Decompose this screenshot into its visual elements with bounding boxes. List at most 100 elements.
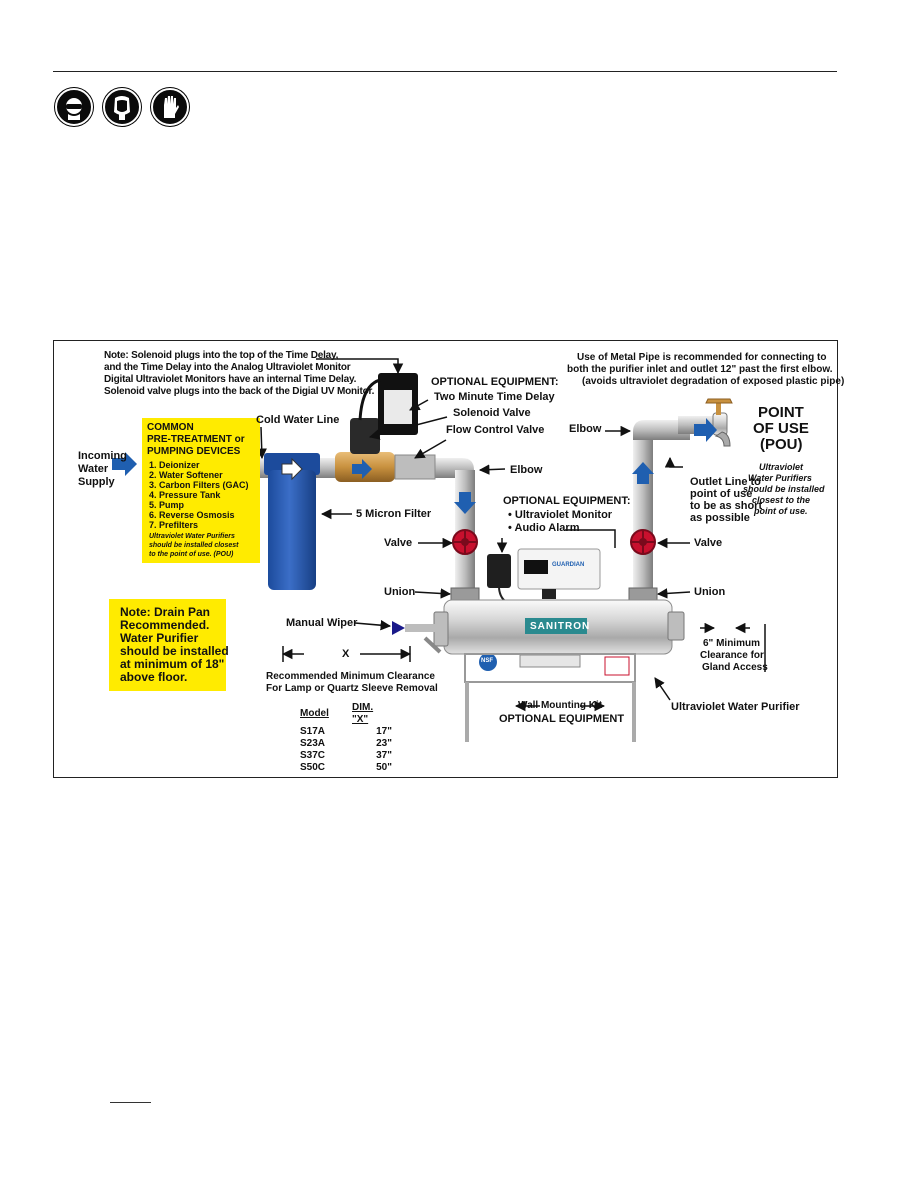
optional-equipment-label-2: OPTIONAL EQUIPMENT: bbox=[503, 495, 631, 507]
drain-note-3: Water Purifier bbox=[120, 631, 199, 645]
uv-monitor bbox=[517, 548, 601, 590]
cold-water-line-label: Cold Water Line bbox=[256, 414, 340, 426]
table-cell-model: S23A bbox=[300, 738, 326, 749]
footer-rule bbox=[110, 1102, 151, 1103]
clearance-note-2: For Lamp or Quartz Sleeve Removal bbox=[266, 683, 438, 694]
outlet-line-1: Outlet Line to bbox=[690, 476, 761, 488]
pou-note-4: closest to the bbox=[752, 495, 811, 505]
pou-note-3: should be installed bbox=[743, 484, 825, 494]
union-right-label: Union bbox=[694, 586, 726, 598]
pretreatment-title-1: COMMON bbox=[147, 422, 194, 433]
pretreatment-item-7: 7. Prefilters bbox=[149, 520, 199, 530]
uv-purifier-label: Ultraviolet Water Purifier bbox=[671, 701, 800, 713]
table-cell-dim: 37" bbox=[376, 750, 392, 761]
nsf-logo-text: NSF bbox=[481, 658, 493, 664]
nsf-logo bbox=[479, 653, 497, 671]
audio-alarm bbox=[487, 554, 511, 588]
pretreatment-item-4: 4. Pressure Tank bbox=[149, 490, 221, 500]
union-left-label: Union bbox=[384, 586, 416, 598]
metal-pipe-note-1: Use of Metal Pipe is recommended for con… bbox=[577, 352, 827, 363]
manual-wiper-label: Manual Wiper bbox=[286, 617, 358, 629]
drain-pan-note-box bbox=[109, 599, 226, 691]
audio-alarm-label: • Audio Alarm bbox=[508, 522, 580, 534]
incoming-label-3: Supply bbox=[78, 476, 115, 488]
table-row: S23A 23" bbox=[300, 738, 392, 750]
table-row: S37C 37" bbox=[300, 750, 392, 762]
table-row: S17A 17" bbox=[300, 726, 392, 738]
uv-monitor-label: • Ultraviolet Monitor bbox=[508, 509, 613, 521]
valve-right bbox=[630, 529, 656, 555]
gloves-icon bbox=[151, 88, 189, 126]
solenoid-note-line-3: Digital Ultraviolet Monitors have an int… bbox=[104, 374, 357, 385]
metal-pipe-note-3: (avoids ultraviolet degradation of expos… bbox=[582, 376, 845, 387]
table-header-model: Model bbox=[300, 708, 329, 719]
outlet-vertical-pipe bbox=[633, 430, 653, 596]
pretreatment-note-3: to the point of use. (POU) bbox=[149, 551, 234, 558]
pou-label-2: OF USE bbox=[753, 420, 809, 437]
drain-note-1: Note: Drain Pan bbox=[120, 605, 211, 619]
table-cell-model: S50C bbox=[300, 762, 326, 773]
micron-filter-housing bbox=[268, 470, 316, 590]
pretreatment-title-2: PRE-TREATMENT or bbox=[147, 434, 245, 445]
face-shield-icon bbox=[103, 88, 141, 126]
table-cell-model: S37C bbox=[300, 750, 326, 761]
pretreatment-item-1: 1. Deionizer bbox=[149, 460, 200, 470]
table-header-dim: DIM. "X" bbox=[352, 702, 374, 725]
table-cell-dim: 17" bbox=[376, 726, 392, 737]
elbow-right-label: Elbow bbox=[569, 423, 602, 435]
solenoid-note-line-4: Solenoid valve plugs into the back of th… bbox=[104, 386, 375, 397]
time-delay-label: Two Minute Time Delay bbox=[434, 391, 555, 403]
drain-note-5: at minimum of 18" bbox=[120, 657, 225, 671]
clearance-note-1: Recommended Minimum Clearance bbox=[266, 671, 435, 682]
gland-note-1: 6" Minimum bbox=[703, 638, 760, 649]
sanitron-logo bbox=[525, 618, 587, 634]
table-cell-dim: 50" bbox=[376, 762, 392, 773]
drain-note-6: above floor. bbox=[120, 670, 188, 684]
outlet-line-3: to be as short bbox=[690, 500, 763, 512]
pretreatment-item-5: 5. Pump bbox=[149, 500, 185, 510]
optional-equipment-label-1: OPTIONAL EQUIPMENT: bbox=[431, 376, 559, 388]
micron-filter-label: 5 Micron Filter bbox=[356, 508, 432, 520]
safety-glasses-icon bbox=[55, 88, 93, 126]
pretreatment-item-6: 6. Reverse Osmosis bbox=[149, 510, 235, 520]
optional-equipment-label-3: OPTIONAL EQUIPMENT bbox=[499, 713, 625, 725]
drain-note-2: Recommended. bbox=[120, 618, 210, 632]
header-rule bbox=[53, 71, 837, 72]
flow-control-valve-label: Flow Control Valve bbox=[446, 424, 545, 436]
wall-mount-label: Wall Mounting Kit bbox=[518, 700, 603, 711]
incoming-label-2: Water bbox=[78, 463, 109, 475]
pou-label-1: POINT bbox=[758, 404, 804, 421]
pretreatment-item-3: 3. Carbon Filters (GAC) bbox=[149, 480, 249, 490]
pretreatment-item-2: 2. Water Softener bbox=[149, 470, 223, 480]
outlet-line-2: point of use bbox=[690, 488, 753, 500]
valve-left bbox=[452, 529, 478, 555]
valve-right-label: Valve bbox=[694, 537, 723, 549]
solenoid-note-line-1: Note: Solenoid plugs into the top of the… bbox=[104, 350, 339, 361]
guardian-logo-text: GUARDIAN bbox=[552, 562, 585, 568]
solenoid-note-line-2: and the Time Delay into the Analog Ultra… bbox=[104, 362, 351, 373]
table-row: S50C 50" bbox=[300, 762, 392, 774]
valve-left-label: Valve bbox=[384, 537, 413, 549]
dimension-table: Model DIM. "X" S17A 17" S23A 23" S37C 37… bbox=[300, 702, 392, 774]
pou-note-5: point of use. bbox=[754, 506, 808, 516]
drain-note-4: should be installed bbox=[120, 644, 229, 658]
table-cell-model: S17A bbox=[300, 726, 326, 737]
gland-note-3: Gland Access bbox=[702, 662, 768, 673]
sanitron-logo-text: SANITRON bbox=[530, 621, 591, 632]
metal-pipe-note-2: both the purifier inlet and outlet 12" p… bbox=[567, 364, 833, 375]
incoming-label-1: Incoming bbox=[78, 450, 127, 462]
pou-note-2: Water Purifiers bbox=[748, 473, 812, 483]
pretreatment-title-3: PUMPING DEVICES bbox=[147, 446, 241, 457]
pretreatment-note-2: should be installed closest bbox=[149, 542, 239, 549]
outlet-line-4: as possible bbox=[690, 512, 750, 524]
elbow-left-label: Elbow bbox=[510, 464, 543, 476]
table-cell-dim: 23" bbox=[376, 738, 392, 749]
pretreatment-box bbox=[142, 418, 260, 563]
solenoid-valve-label: Solenoid Valve bbox=[453, 407, 531, 419]
pou-label-3: (POU) bbox=[760, 436, 803, 453]
pou-note-1: Ultraviolet bbox=[759, 462, 804, 472]
pretreatment-note-1: Ultraviolet Water Purifiers bbox=[149, 533, 235, 540]
dim-x-label: X bbox=[342, 648, 350, 660]
gland-note-2: Clearance for bbox=[700, 650, 764, 661]
